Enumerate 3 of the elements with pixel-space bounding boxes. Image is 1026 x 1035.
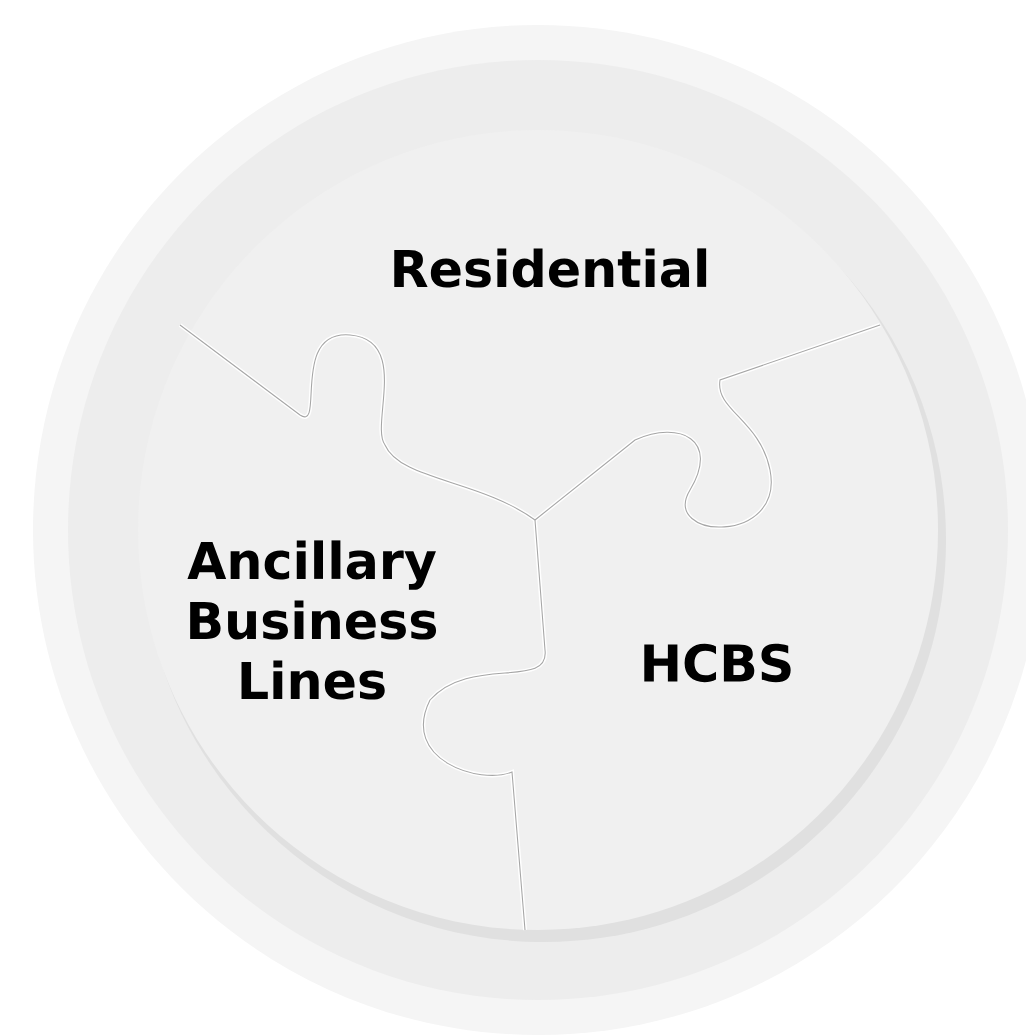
puzzle-piece-label: HCBS [644,643,791,683]
puzzle-piece-label: Ancillary Business Lines [187,540,437,700]
puzzle-piece-label: Residential [394,248,707,288]
